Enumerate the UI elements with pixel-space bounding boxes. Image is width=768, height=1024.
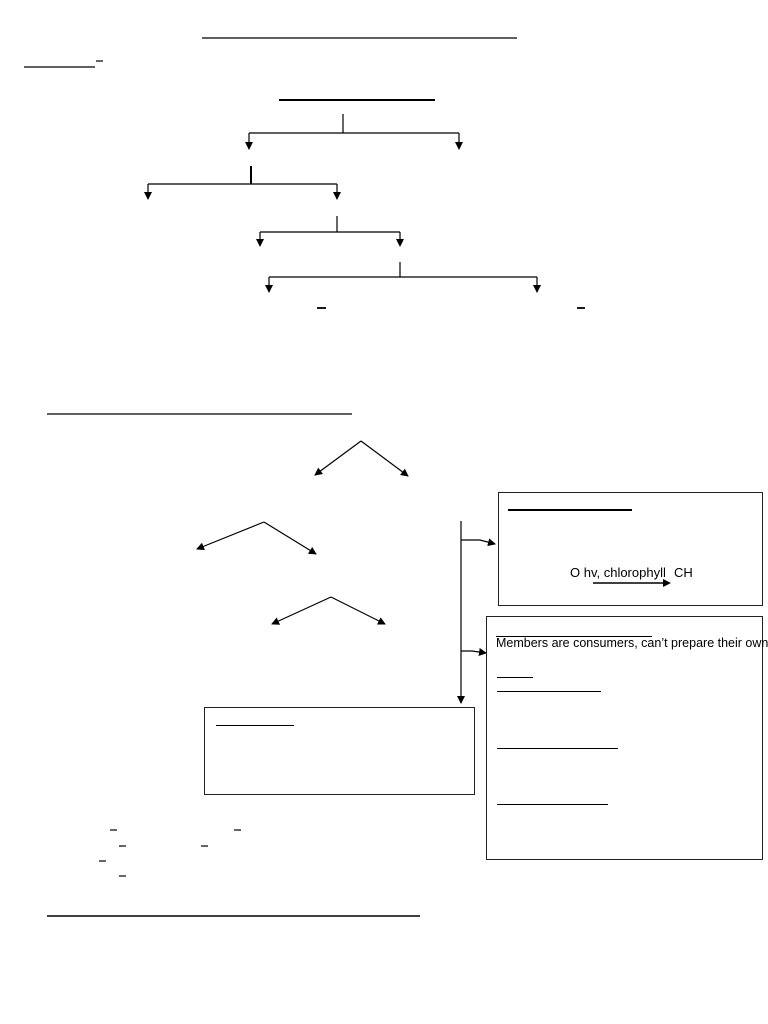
branch-arrow	[196, 521, 265, 551]
consumers-subheading-underline	[497, 677, 533, 678]
connector-arrow-to-consumers	[461, 648, 487, 656]
branch-arrow	[271, 596, 332, 625]
branch-arrow	[263, 521, 317, 555]
reaction-arrow-icon	[593, 579, 671, 587]
branch-arrow	[360, 440, 409, 477]
consumers-subheading-underline	[497, 691, 601, 692]
lower-left-box	[204, 707, 475, 795]
photosynthesis-box-heading-underline	[508, 509, 632, 511]
consumers-description-text: Members are consumers, can’t prepare the…	[496, 636, 768, 650]
connector-arrow-to-photosynthesis	[461, 538, 496, 547]
branch-arrows	[196, 440, 409, 625]
equation-right-text: CH	[674, 565, 693, 580]
consumers-box-heading-underline	[496, 636, 652, 637]
equation-left-text: O hv, chlorophyll	[570, 565, 666, 580]
consumers-subheading-underline	[497, 804, 608, 805]
classification-tree	[144, 99, 585, 309]
consumers-box: Members are consumers, can’t prepare the…	[486, 616, 768, 860]
lower-left-box-heading-underline	[216, 725, 294, 726]
consumers-subheading-underline	[497, 748, 618, 749]
vertical-connector	[457, 521, 496, 704]
bottom-dash-marks	[99, 829, 241, 877]
branch-arrow	[314, 440, 362, 476]
photosynthesis-box: O hv, chlorophyll CH	[498, 492, 763, 606]
branch-arrow	[330, 596, 386, 625]
